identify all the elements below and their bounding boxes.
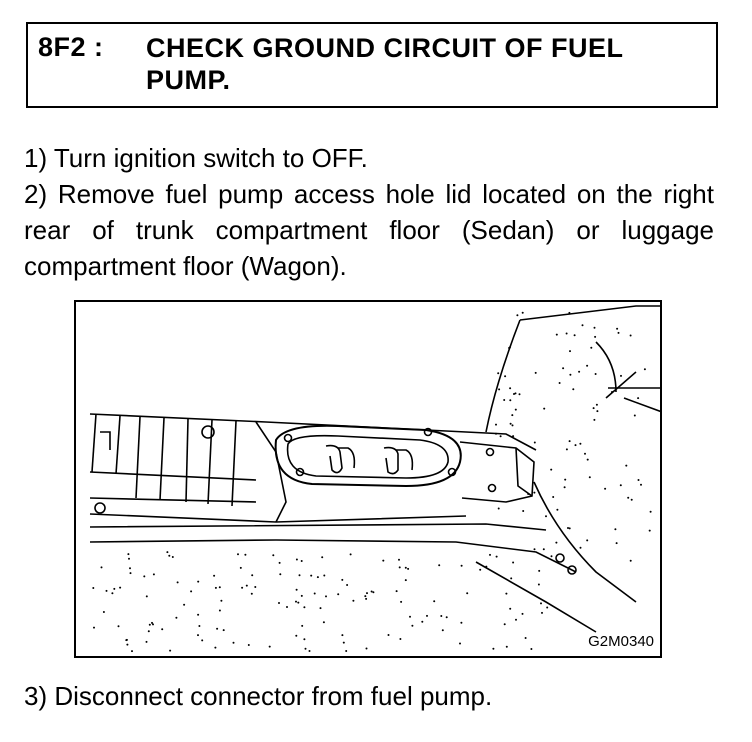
step-title: CHECK GROUND CIRCUIT OF FUEL PUMP. [146,33,623,95]
instruction-step-1: 1) Turn ignition switch to OFF. [24,143,368,173]
fuel-pump-illustration: G2M0340 [74,300,662,658]
instruction-step-2: 2) Remove fuel pump access hole lid loca… [24,179,714,281]
step-header: 8F2 : CHECK GROUND CIRCUIT OF FUEL PUMP. [26,22,718,108]
instruction-step-3: 3) Disconnect connector from fuel pump. [24,681,493,711]
step-code: 8F2 : [38,32,104,62]
figure-label: G2M0340 [586,633,656,650]
fuel-pump-access-lid-drawing [89,305,660,653]
